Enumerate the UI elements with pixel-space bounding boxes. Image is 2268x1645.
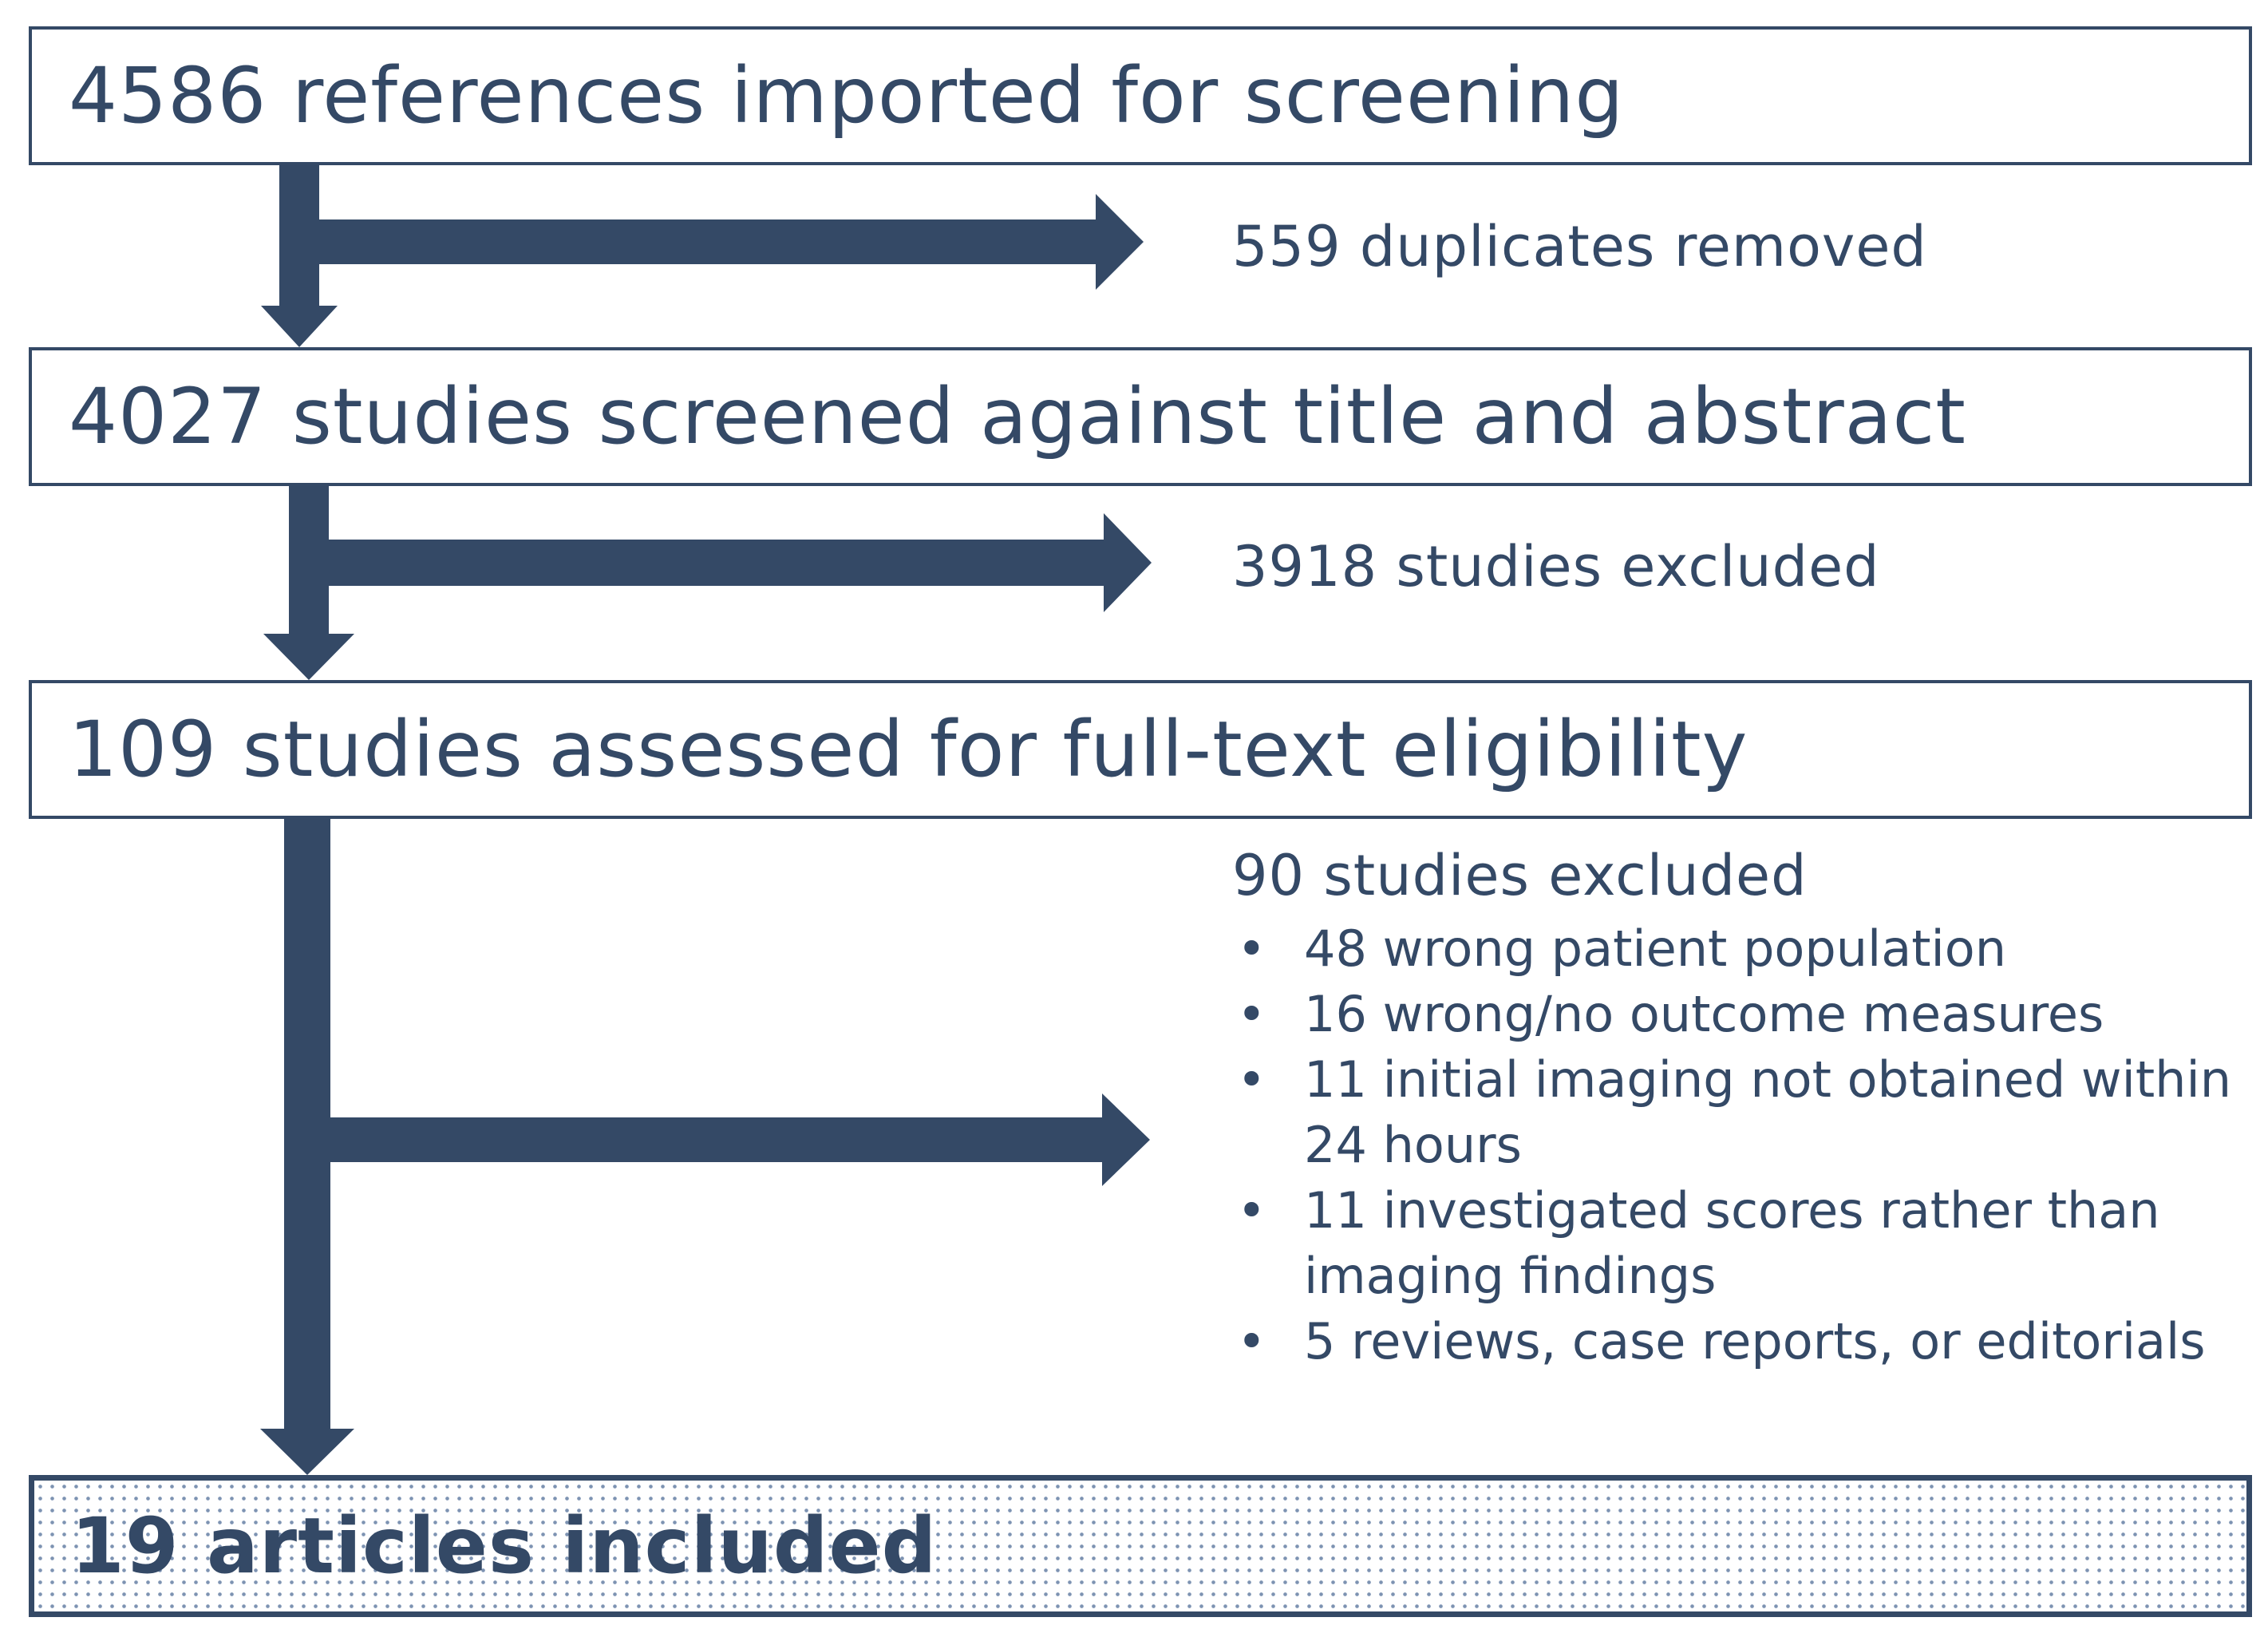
full-text-excluded-heading: 90 studies excluded bbox=[1232, 843, 1808, 908]
title-abstract-excluded-note: 3918 studies excluded bbox=[1232, 534, 1880, 599]
bullet-icon: • bbox=[1237, 1050, 1266, 1109]
exclusion-reason-item: • 5 reviews, case reports, or editorials bbox=[1232, 1309, 2246, 1374]
down-arrow-head-1 bbox=[261, 306, 338, 347]
arrow-group-3 bbox=[260, 819, 1150, 1475]
bullet-icon: • bbox=[1237, 1181, 1266, 1240]
stage-box-full-text: 109 studies assessed for full-text eligi… bbox=[29, 680, 2252, 819]
exclusion-reason-text: 5 reviews, case reports, or editorials bbox=[1304, 1312, 2206, 1370]
down-arrow-head-3 bbox=[260, 1429, 354, 1475]
side-arrow-shaft-1 bbox=[279, 219, 1097, 264]
stage-label-included: 19 articles included bbox=[71, 1501, 938, 1591]
exclusion-reason-item: • 11 initial imaging not obtained within… bbox=[1232, 1047, 2246, 1178]
stage-box-included: 19 articles included bbox=[29, 1475, 2252, 1617]
arrow-group-2 bbox=[263, 486, 1152, 680]
side-arrow-shaft-3 bbox=[284, 1117, 1104, 1162]
side-arrow-head-1 bbox=[1096, 194, 1144, 290]
exclusion-reason-item: • 48 wrong patient population bbox=[1232, 916, 2246, 982]
side-arrow-shaft-2 bbox=[289, 540, 1105, 586]
exclusion-reason-text: 16 wrong/no outcome measures bbox=[1304, 985, 2104, 1043]
stage-label-screened: 4027 studies screened against title and … bbox=[69, 372, 1966, 461]
side-arrow-head-3 bbox=[1102, 1093, 1150, 1186]
exclusion-reason-text: 11 investigated scores rather than imagi… bbox=[1304, 1181, 2160, 1305]
down-arrow-head-2 bbox=[263, 634, 354, 680]
exclusion-reason-text: 11 initial imaging not obtained within 2… bbox=[1304, 1050, 2231, 1174]
stage-label-imported: 4586 references imported for screening bbox=[69, 51, 1625, 140]
stage-label-full-text: 109 studies assessed for full-text eligi… bbox=[69, 705, 1748, 794]
bullet-icon: • bbox=[1237, 919, 1266, 978]
exclusion-reason-list: • 48 wrong patient population • 16 wrong… bbox=[1232, 916, 2246, 1374]
exclusion-reason-item: • 16 wrong/no outcome measures bbox=[1232, 982, 2246, 1047]
exclusion-reason-item: • 11 investigated scores rather than ima… bbox=[1232, 1178, 2246, 1309]
bullet-icon: • bbox=[1237, 985, 1266, 1043]
full-text-exclusion-panel: 90 studies excluded • 48 wrong patient p… bbox=[1232, 846, 2246, 1374]
stage-box-screened: 4027 studies screened against title and … bbox=[29, 347, 2252, 486]
stage-box-imported: 4586 references imported for screening bbox=[29, 26, 2252, 165]
arrow-group-1 bbox=[261, 165, 1144, 347]
side-arrow-head-2 bbox=[1104, 513, 1152, 612]
exclusion-reason-text: 48 wrong patient population bbox=[1304, 919, 2006, 978]
bullet-icon: • bbox=[1237, 1312, 1266, 1370]
duplicates-removed-note: 559 duplicates removed bbox=[1232, 214, 1927, 279]
